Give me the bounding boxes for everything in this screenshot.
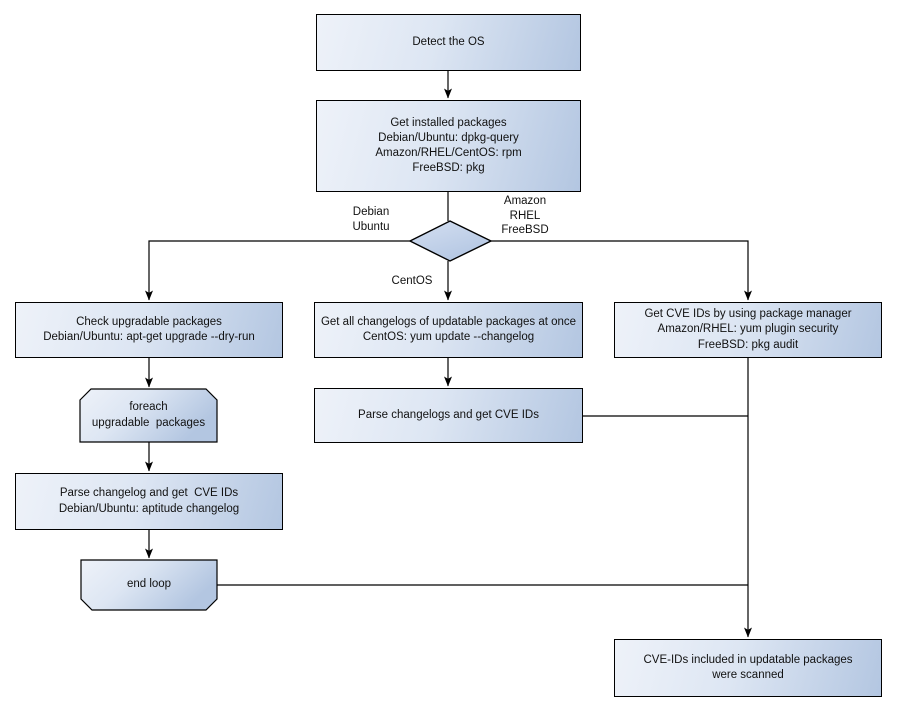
node-detect-os: Detect the OS <box>316 14 581 71</box>
node-get-installed-packages: Get installed packages Debian/Ubuntu: dp… <box>316 100 581 192</box>
node-check-upgradable-packages: Check upgradable packages Debian/Ubuntu:… <box>15 302 283 358</box>
edge-label-amazon-rhel-freebsd: Amazon RHEL FreeBSD <box>501 195 549 237</box>
node-get-all-changelogs: Get all changelogs of updatable packages… <box>314 302 583 358</box>
os-decision-diamond <box>408 220 493 262</box>
node-result-scanned: CVE-IDs included in updatable packages w… <box>614 639 882 697</box>
connector-diamond-to-right-branch <box>491 240 752 301</box>
edge-label-centos: CentOS <box>391 275 433 287</box>
end-loop-shape <box>80 559 218 611</box>
node-get-cve-ids-right: Get CVE IDs by using package manager Ama… <box>614 302 882 358</box>
connector-diamond-to-left-branch <box>145 240 410 301</box>
foreach-loop-shape <box>79 388 218 443</box>
edge-label-debian-ubuntu: Debian Ubuntu <box>352 206 390 233</box>
node-parse-changelog-left: Parse changelog and get CVE IDs Debian/U… <box>15 473 283 530</box>
node-parse-changelogs-mid: Parse changelogs and get CVE IDs <box>314 388 583 443</box>
